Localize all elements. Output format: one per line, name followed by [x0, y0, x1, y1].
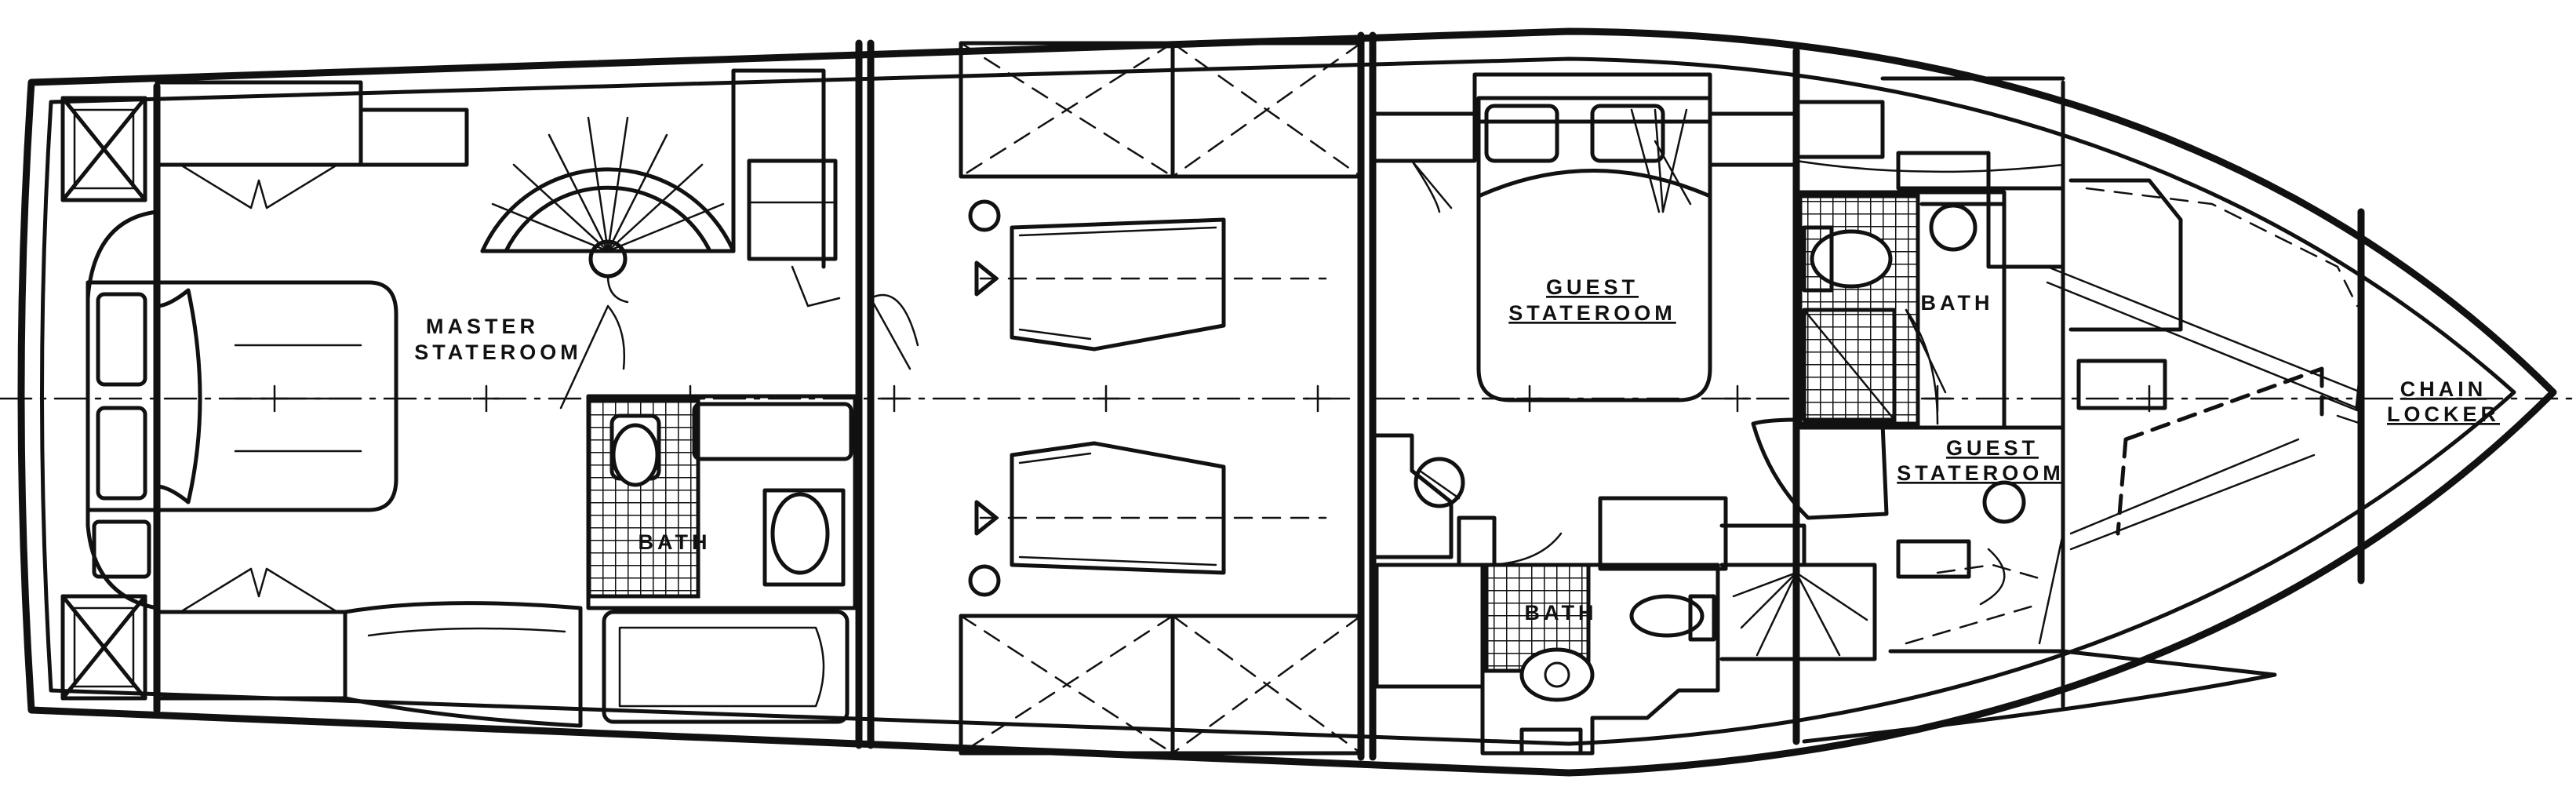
master-bath-label: BATH [639, 530, 711, 554]
chain-locker [2320, 366, 2363, 425]
chain-locker-label-1: CHAIN [2400, 377, 2487, 401]
master-bath [586, 394, 857, 724]
master-stateroom [86, 80, 626, 728]
hull-outline [17, 27, 2557, 777]
bulkheads [153, 31, 2365, 761]
guest-bath-aft-label: BATH [1525, 601, 1598, 625]
washer-cabinet [747, 158, 841, 308]
guest-stateroom-bow-label-2: STATEROOM [1897, 461, 2065, 485]
guest-stateroom-bow-label-1: GUEST [1946, 436, 2039, 460]
guest-stateroom-aft-label-2: STATEROOM [1508, 301, 1676, 325]
forward-passage [1719, 417, 1889, 661]
engine-room [869, 41, 1363, 756]
transom-lockers [60, 96, 147, 701]
centerline [0, 384, 2576, 413]
master-stateroom-label-1: MASTER [426, 315, 539, 338]
guest-stateroom-bow [1802, 178, 2363, 744]
fwd-shelves [1794, 76, 2065, 269]
guest-stateroom-aft-label-1: GUEST [1546, 275, 1639, 299]
room-labels: MASTER STATEROOM BATH GUEST STATEROOM BA… [414, 275, 2500, 625]
spiral-stair [480, 68, 826, 304]
chain-locker-label-2: LOCKER [2387, 402, 2500, 426]
guest-bath-aft [1480, 563, 1720, 756]
master-stateroom-label-2: STATEROOM [414, 341, 582, 364]
guest-stateroom-aft [1370, 72, 1799, 402]
guest-bath-fwd-label: BATH [1921, 291, 1994, 315]
